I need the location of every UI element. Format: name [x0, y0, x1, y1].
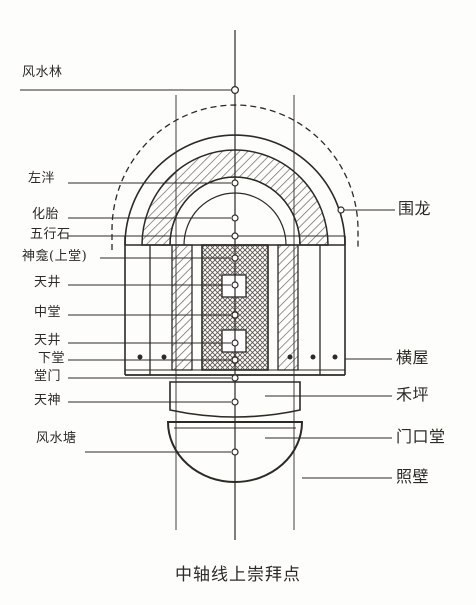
right-wing-room	[277, 244, 299, 371]
label-zhaobi: 照壁	[396, 467, 430, 486]
front-yard	[169, 381, 301, 418]
axis-points	[231, 85, 345, 456]
label-tianjing-upper: 天井	[34, 275, 62, 290]
label-huatai: 化胎	[32, 207, 60, 222]
label-menkoutang: 门口堂	[396, 427, 446, 446]
right-leaders	[265, 209, 395, 479]
label-fengshuitang: 风水塘	[36, 431, 77, 446]
label-zhongtang: 中堂	[34, 305, 62, 320]
label-zuopan: 左泮	[28, 171, 56, 186]
diagram-caption: 中轴线上崇拜点	[175, 565, 301, 585]
label-weilong: 围龙	[398, 199, 432, 218]
label-xiatang: 下堂	[38, 351, 66, 366]
left-wing-room	[171, 244, 193, 371]
pond	[166, 421, 304, 483]
label-hengwu: 横屋	[396, 348, 430, 367]
label-shenkan: 神龛(上堂)	[22, 249, 88, 264]
label-heping: 禾坪	[396, 385, 430, 404]
label-tianjing-lower: 天井	[34, 333, 62, 348]
left-leaders	[20, 89, 231, 453]
label-fengshuilin: 风水林	[22, 65, 63, 80]
label-tianshen: 天神	[34, 393, 62, 408]
label-tangmen: 堂门	[34, 369, 62, 384]
label-wuxingshi: 五行石	[30, 227, 71, 242]
